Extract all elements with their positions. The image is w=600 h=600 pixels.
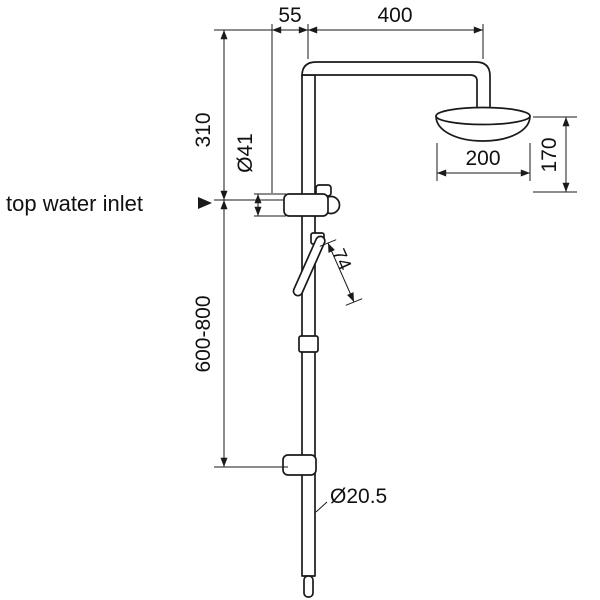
- dim-41-label: Ø41: [234, 133, 257, 173]
- bottom-outlet: [303, 575, 314, 598]
- leader-line-pipe-diameter: [315, 501, 328, 513]
- dim-200-label: 200: [465, 147, 500, 170]
- rail-collar: [298, 335, 319, 353]
- dimension-line-74: [327, 242, 355, 303]
- hand-shower: [292, 235, 326, 297]
- shower-rail: [301, 74, 316, 577]
- inlet-bracket: [283, 193, 329, 217]
- dim-170-label: 170: [538, 137, 561, 172]
- shower-arm: [301, 61, 491, 110]
- dim-55-label: 55: [278, 4, 301, 27]
- dim-600-800-label: 600-800: [192, 295, 215, 372]
- shower-fixture: [282, 61, 531, 598]
- inlet-pointer-icon: [198, 197, 212, 209]
- dim-310-label: 310: [192, 112, 215, 147]
- shower-head-face: [435, 106, 531, 126]
- dim-20-5-label: Ø20.5: [330, 485, 387, 508]
- dimension-annotations: 55 400 310 Ø41 200 170 74 600-800 Ø20.5 …: [6, 4, 577, 513]
- lower-bracket: [282, 454, 317, 476]
- dim-400-label: 400: [377, 4, 412, 27]
- top-water-inlet-label: top water inlet: [6, 191, 143, 216]
